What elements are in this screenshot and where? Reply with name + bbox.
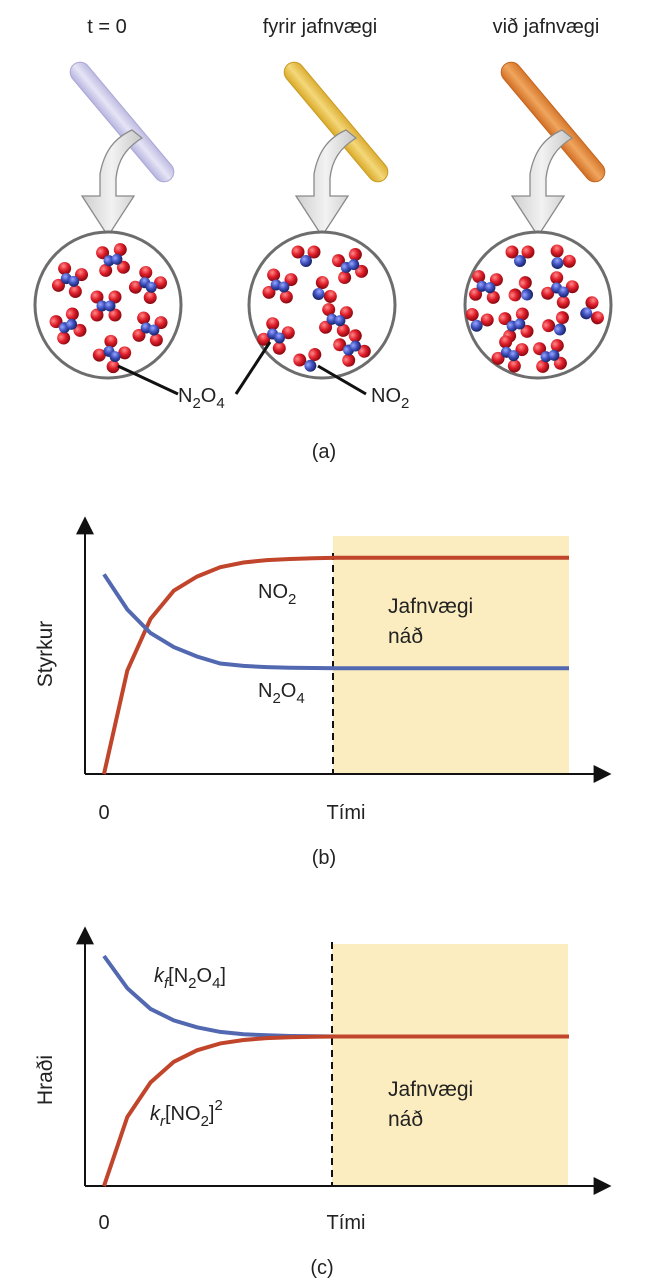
equilibrium-region [333, 536, 569, 774]
n2o4-molecule-icon [90, 290, 122, 322]
panel-b-chart: NO2 N2O4 Jafnvægi náð Styrkur 0 Tími (b) [34, 516, 612, 869]
series-label-no2: NO2 [258, 581, 296, 608]
no2-callout-label: NO2 [371, 385, 409, 412]
n2o4-molecule-icon [333, 329, 371, 367]
series-line-no2 [102, 555, 569, 775]
test-tube-at-equilibrium [500, 61, 606, 183]
n2o4-molecule-icon [96, 243, 130, 277]
x-axis-label: Tími [327, 1212, 366, 1234]
equilibrium-label-line2: náð [388, 1108, 423, 1131]
panel-c-chart: kf[N2O4] kr[NO2]2 Jafnvægi náð Hraði 0 T… [34, 926, 612, 1279]
stage-label-t0: t = 0 [87, 16, 126, 38]
stage-label-before-equilibrium: fyrir jafnvægi [263, 16, 377, 38]
n2o4-molecule-icon [541, 271, 579, 309]
caption-c: (c) [310, 1257, 333, 1279]
y-axis-label: Styrkur [34, 621, 57, 688]
no2-molecule-icon [291, 245, 321, 267]
caption-a: (a) [312, 441, 336, 463]
n2o4-molecule-icon [128, 265, 168, 305]
n2o4-molecule-icon [49, 307, 87, 345]
n2o4-molecule-icon [491, 335, 529, 373]
n2o4-pointer-line [234, 341, 272, 395]
n2o4-callout-label: N2O4 [178, 385, 225, 412]
zoom-arrow-icon [294, 129, 358, 238]
y-axis-label: Hraði [34, 1055, 57, 1105]
n2o4-molecule-icon [319, 303, 353, 337]
equilibrium-region [332, 944, 568, 1186]
n2o4-molecule-icon [51, 261, 89, 299]
molecules-layer [49, 243, 604, 374]
n2o4-molecule-icon [469, 270, 503, 304]
n2o4-molecule-icon [92, 334, 132, 374]
no2-molecule-icon [508, 276, 534, 302]
x-origin-tick: 0 [98, 1212, 109, 1234]
n2o4-molecule-icon [498, 307, 534, 343]
equilibrium-label-line2: náð [388, 625, 423, 648]
series-label-forward-rate: kf[N2O4] [154, 965, 226, 992]
no2-molecule-icon [550, 244, 576, 270]
molecule-view-before-equilibrium [247, 230, 397, 380]
series-label-n2o4: N2O4 [258, 680, 305, 707]
panel-a: t = 0 fyrir jafnvægi við jafnvægi [33, 16, 613, 463]
no2-molecule-icon [542, 311, 569, 336]
no2-molecule-icon [580, 296, 604, 325]
series-line-reverse-rate [102, 1034, 569, 1187]
n2o4-molecule-icon [132, 311, 168, 347]
n2o4-molecule-icon [533, 339, 567, 373]
caption-b: (b) [312, 847, 336, 869]
no2-molecule-icon [293, 348, 322, 372]
zoom-arrow-icon [80, 129, 144, 238]
x-axis-label: Tími [327, 802, 366, 824]
zoom-arrow-icon [510, 129, 574, 238]
n2o4-molecule-icon [257, 317, 295, 355]
series-line-n2o4 [102, 573, 569, 671]
test-tube-t0 [69, 61, 175, 183]
equilibrium-label-line1: Jafnvægi [388, 1078, 473, 1101]
series-label-reverse-rate: kr[NO2]2 [150, 1097, 223, 1130]
no2-pointer-line [317, 364, 367, 396]
x-origin-tick: 0 [98, 802, 109, 824]
n2o4-molecule-icon [331, 247, 369, 285]
equilibrium-label-line1: Jafnvægi [388, 595, 473, 618]
no2-molecule-icon [465, 308, 494, 332]
n2o4-molecule-icon [262, 268, 298, 304]
test-tube-before-equilibrium [283, 61, 389, 183]
no2-molecule-icon [505, 245, 535, 267]
stage-label-at-equilibrium: við jafnvægi [493, 16, 600, 38]
n2o4-pointer-line [117, 364, 179, 396]
no2-molecule-icon [312, 276, 337, 303]
